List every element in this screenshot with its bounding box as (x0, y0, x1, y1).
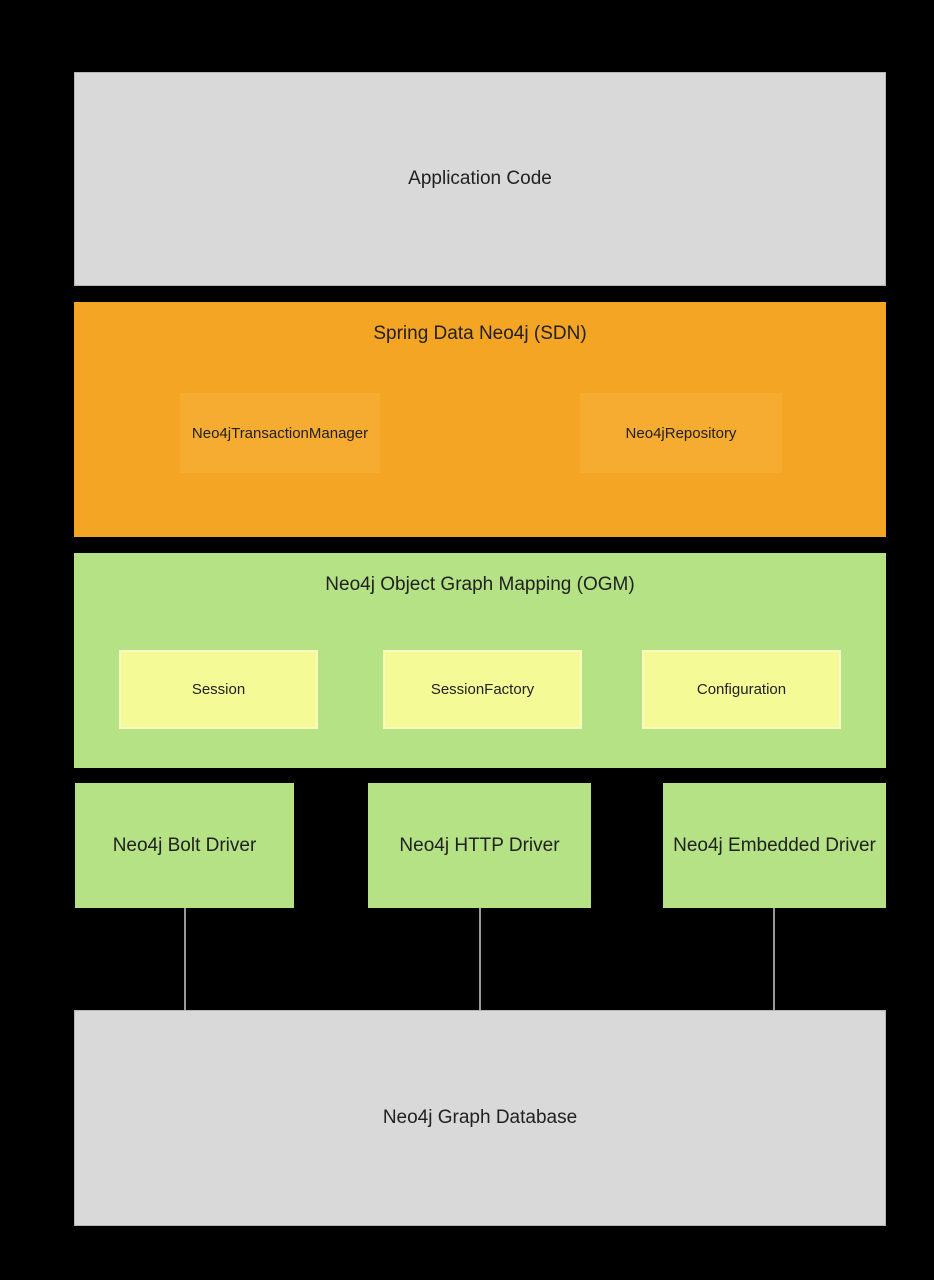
configuration-box: Configuration (642, 650, 841, 729)
session-label: Session (191, 681, 246, 698)
neo4j-bolt-driver-box: Neo4j Bolt Driver (75, 783, 294, 908)
neo4j-repository-box: Neo4jRepository (580, 393, 782, 473)
session-factory-box: SessionFactory (383, 650, 582, 729)
neo4j-graph-database-label: Neo4j Graph Database (382, 1107, 578, 1128)
neo4j-http-driver-box: Neo4j HTTP Driver (368, 783, 591, 908)
application-code-box: Application Code (74, 72, 886, 286)
configuration-label: Configuration (696, 681, 787, 698)
session-box: Session (119, 650, 318, 729)
bolt-driver-connector-line (184, 908, 186, 1011)
neo4j-ogm-title: Neo4j Object Graph Mapping (OGM) (325, 574, 635, 595)
neo4j-embedded-driver-box: Neo4j Embedded Driver (663, 783, 886, 908)
neo4j-ogm-box: Neo4j Object Graph Mapping (OGM) Session… (74, 553, 886, 768)
application-code-label: Application Code (408, 168, 552, 189)
http-driver-connector-line (479, 908, 481, 1011)
neo4j-graph-database-box: Neo4j Graph Database (74, 1010, 886, 1226)
neo4j-http-driver-label: Neo4j HTTP Driver (399, 834, 560, 856)
spring-data-neo4j-title: Spring Data Neo4j (SDN) (373, 323, 587, 344)
neo4j-bolt-driver-label: Neo4j Bolt Driver (112, 834, 257, 856)
neo4j-transaction-manager-box: Neo4jTransactionManager (180, 393, 380, 473)
embedded-driver-connector-line (773, 908, 775, 1011)
session-factory-label: SessionFactory (430, 681, 535, 698)
spring-data-neo4j-box: Spring Data Neo4j (SDN) Neo4jTransaction… (74, 302, 886, 537)
neo4j-transaction-manager-label: Neo4jTransactionManager (191, 424, 369, 442)
neo4j-embedded-driver-label: Neo4j Embedded Driver (673, 834, 876, 856)
neo4j-repository-label: Neo4jRepository (625, 424, 737, 442)
